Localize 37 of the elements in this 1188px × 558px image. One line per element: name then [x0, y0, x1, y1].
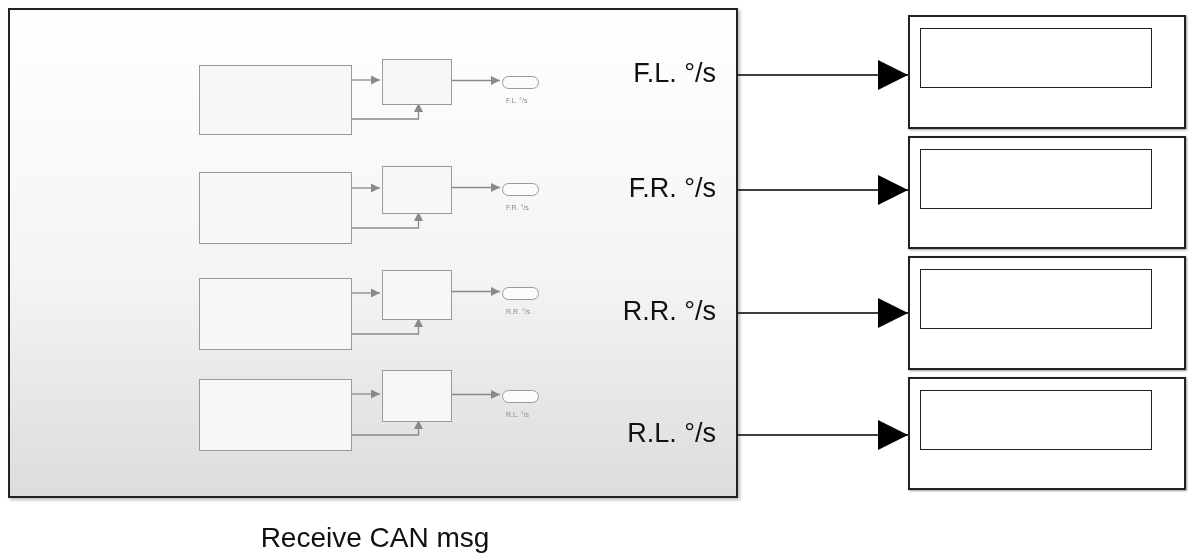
block — [199, 172, 352, 244]
block — [199, 65, 352, 135]
arrow — [449, 183, 501, 192]
arrow — [349, 102, 423, 120]
display-block — [908, 256, 1186, 370]
display-block — [908, 377, 1186, 490]
arrow — [737, 420, 909, 450]
block — [382, 370, 452, 422]
display-window — [920, 269, 1152, 329]
display-window — [920, 390, 1152, 450]
block — [199, 278, 352, 350]
arrow — [349, 75, 381, 85]
display-window — [920, 28, 1152, 88]
arrow — [449, 390, 501, 399]
port-label: R.R. °/s — [622, 296, 716, 327]
arrow — [349, 419, 423, 436]
port-label: F.L. °/s — [633, 58, 716, 89]
block-title: Receive CAN msg — [259, 522, 491, 554]
arrow — [449, 287, 501, 296]
arrow — [737, 60, 909, 90]
arrow — [737, 298, 909, 328]
arrow — [349, 317, 423, 335]
block — [382, 59, 452, 105]
block — [199, 379, 352, 451]
arrow — [349, 288, 381, 298]
port-label: F.R. °/s — [628, 173, 716, 204]
port-label: R.L. °/s — [627, 418, 716, 449]
block — [382, 270, 452, 320]
display-block — [908, 15, 1186, 129]
display-block — [908, 136, 1186, 249]
arrow — [349, 211, 423, 229]
arrow — [737, 175, 909, 205]
arrow — [449, 76, 501, 85]
display-window — [920, 149, 1152, 209]
block — [382, 166, 452, 214]
arrow — [349, 389, 381, 399]
arrow — [349, 183, 381, 193]
